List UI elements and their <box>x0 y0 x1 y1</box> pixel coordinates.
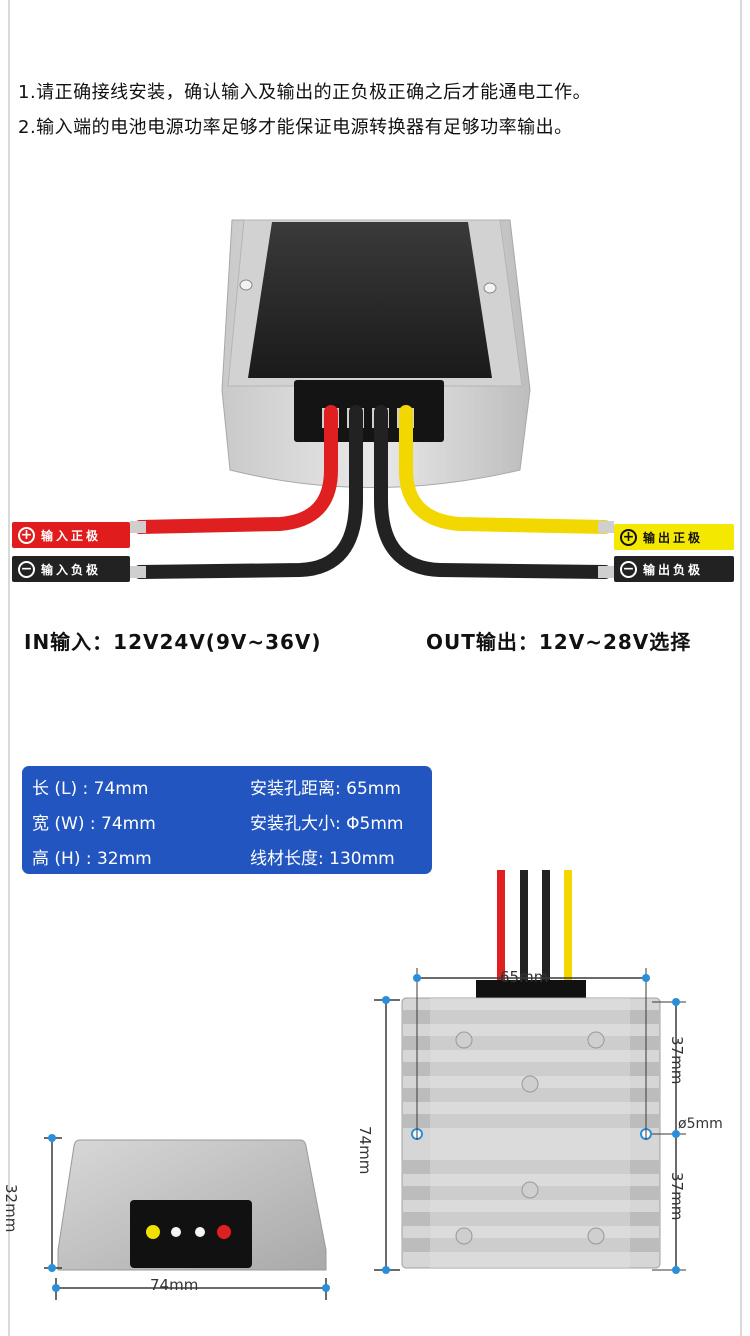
converter-product-image <box>130 219 614 579</box>
top-terminal-block <box>476 980 586 1000</box>
top-half-lower-label: 37mm <box>668 1172 686 1221</box>
label-input-negative: − 输入负极 <box>12 556 130 582</box>
plus-icon: + <box>18 526 35 544</box>
label-output-positive: + 输出正极 <box>614 524 734 550</box>
spec-table: 长 (L) : 74mm 宽 (W) : 74mm 高 (H) : 32mm 安… <box>22 766 432 874</box>
side-terminal-block <box>130 1200 252 1268</box>
output-voltage-text: OUT输出：12V~28V选择 <box>426 630 692 654</box>
top-hole-spacing-label: 65mm <box>500 968 549 986</box>
plus-icon: + <box>620 528 637 546</box>
label-output-negative: − 输出负极 <box>614 556 734 582</box>
spec-width: 宽 (W) : 74mm <box>32 814 156 834</box>
wire-red <box>133 405 338 534</box>
left-frame-line <box>8 0 10 1336</box>
top-half-upper-label: 37mm <box>668 1036 686 1085</box>
label-output-positive-text: 输出正极 <box>643 530 704 545</box>
wire-black-left <box>133 405 363 579</box>
top-view-diagram <box>374 870 686 1274</box>
right-frame-line <box>740 0 742 1336</box>
note-line-2: 2.输入端的电池电源功率足够才能保证电源转换器有足够功率输出。 <box>18 117 573 138</box>
label-input-negative-text: 输入负极 <box>41 562 102 577</box>
minus-icon: − <box>18 560 35 578</box>
mount-hole-left-icon <box>239 279 253 291</box>
label-input-positive-text: 输入正极 <box>41 528 102 543</box>
minus-icon: − <box>620 560 637 578</box>
label-output-negative-text: 输出负极 <box>643 562 704 577</box>
terminal-block <box>294 380 444 442</box>
side-height-label: 32mm <box>2 1184 20 1233</box>
top-length-label: 74mm <box>356 1126 374 1175</box>
wire-black-right <box>374 405 612 579</box>
side-width-label: 74mm <box>150 1276 199 1294</box>
spec-length: 长 (L) : 74mm <box>32 779 149 799</box>
spec-wire-length: 线材长度: 130mm <box>250 849 395 869</box>
housing-top-face <box>248 222 492 378</box>
note-line-1: 1.请正确接线安装，确认输入及输出的正负极正确之后才能通电工作。 <box>18 82 592 103</box>
spec-hole-spacing: 安装孔距离: 65mm <box>250 779 401 799</box>
side-view-diagram <box>44 1134 330 1300</box>
hole-diameter-label: ø5mm <box>678 1116 723 1132</box>
spec-hole-size: 安装孔大小: Φ5mm <box>250 814 404 834</box>
spec-height: 高 (H) : 32mm <box>32 849 152 869</box>
label-input-positive: + 输入正极 <box>12 522 130 548</box>
mount-hole-right-icon <box>483 282 497 294</box>
wire-yellow <box>399 405 612 534</box>
input-voltage-text: IN输入：12V24V(9V~36V) <box>24 630 322 654</box>
